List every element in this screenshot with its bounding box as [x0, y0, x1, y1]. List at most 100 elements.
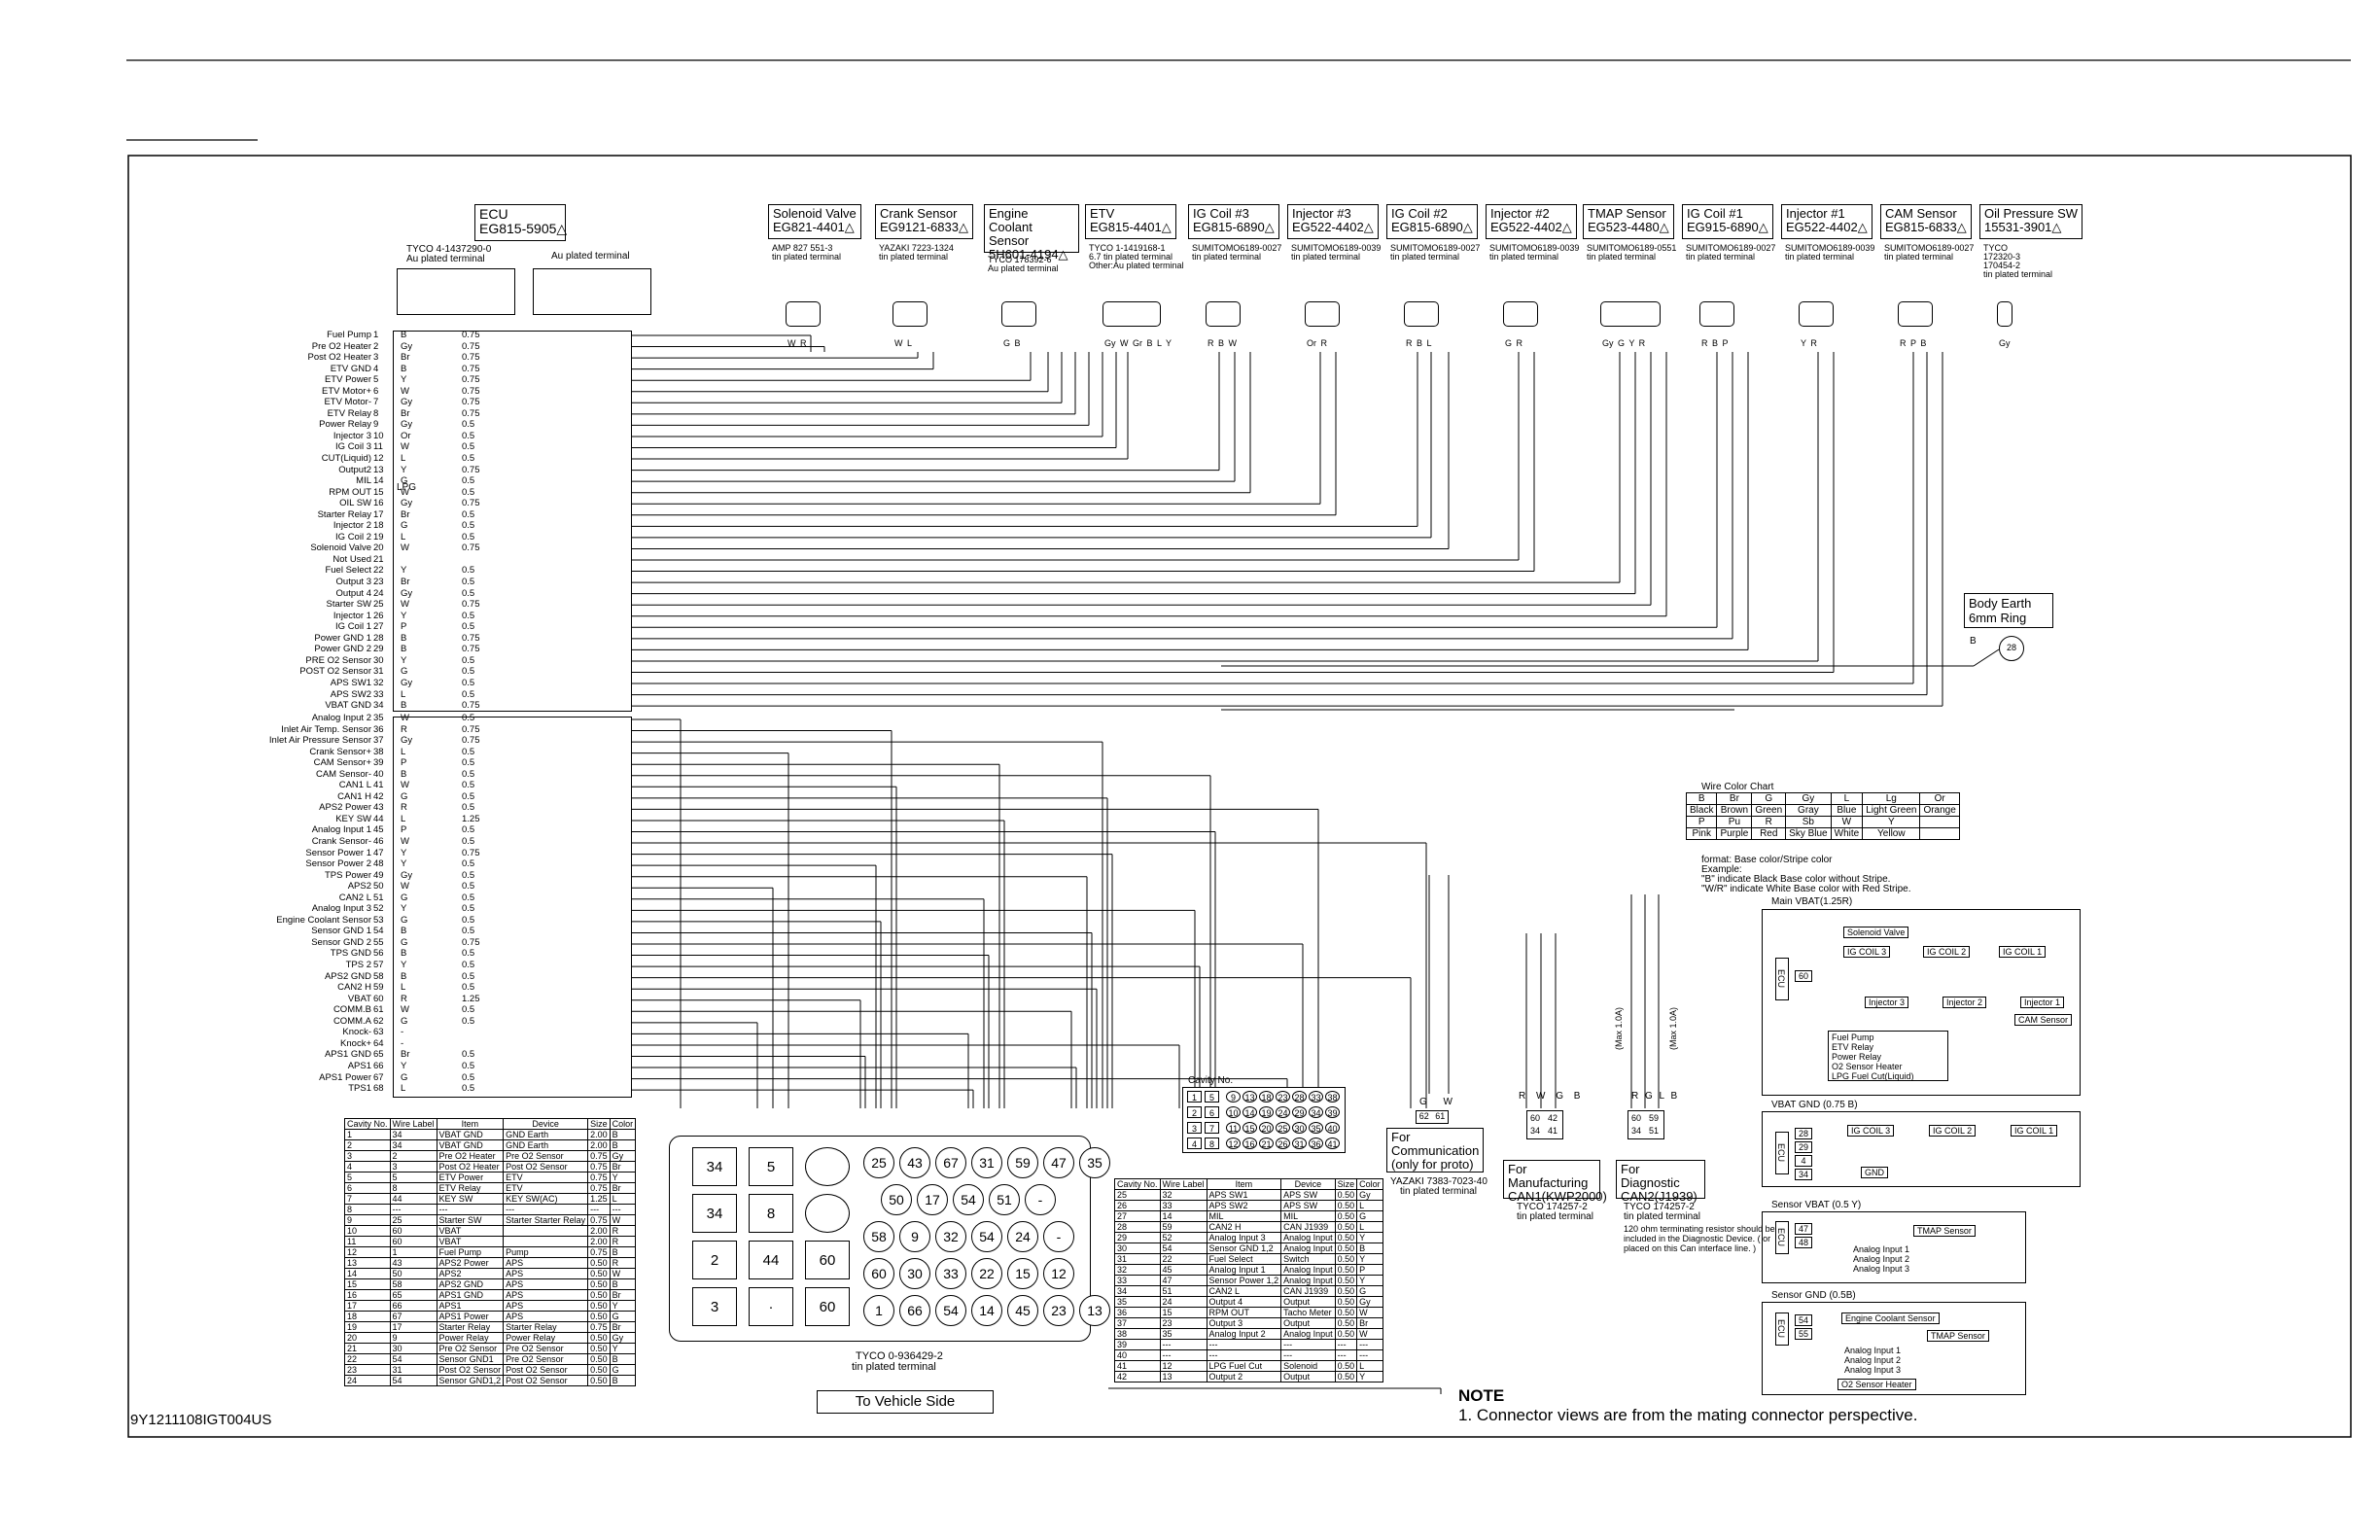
table-cell: APS2 Power: [436, 1257, 505, 1269]
vehicle-cavity-round: 54: [935, 1295, 966, 1326]
connector-part: EG523-4480△: [1588, 220, 1669, 234]
wire-color-cell: Purple: [1716, 827, 1753, 840]
vehicle-cavity-square: 8: [749, 1194, 793, 1233]
connector-part: EG9121-6833△: [880, 220, 968, 234]
pin-number: 65: [373, 1049, 384, 1061]
cavity-cell: 14: [1242, 1106, 1257, 1118]
table-cell: ---: [503, 1204, 589, 1215]
table-cell: LPG Fuel Cut: [1206, 1360, 1282, 1372]
pin-color: Br: [401, 508, 410, 520]
connector-title: Injector #1: [1786, 206, 1845, 221]
pin-color: B: [401, 644, 407, 655]
pin-number: 66: [373, 1060, 384, 1071]
table-cell: 14: [344, 1268, 391, 1279]
cavity-cell: 33: [1309, 1091, 1323, 1102]
connector-info2: tin plated terminal: [1686, 252, 1756, 262]
table-cell: L: [609, 1193, 637, 1205]
connector-pin: 34: [1530, 1126, 1541, 1136]
pin-function: MIL: [356, 475, 371, 487]
table-cell: 31: [1114, 1253, 1161, 1265]
pin-number: 68: [373, 1083, 384, 1095]
table-cell: Analog Input: [1280, 1275, 1336, 1286]
table-cell: 0.75: [587, 1150, 611, 1162]
connector-face-icon: [1997, 301, 2012, 327]
connector-info: TYCO 1-1419168-1: [1089, 243, 1166, 253]
vehicle-cavity-round: 32: [935, 1221, 966, 1252]
connector-title: Engine Coolant Sensor: [989, 206, 1032, 248]
pin-number: 15: [373, 486, 384, 498]
pin-row: Knock+64-: [292, 1038, 622, 1050]
table-cell: W: [1356, 1307, 1383, 1318]
table-cell: Y: [1356, 1232, 1383, 1243]
connector-info: SUMITOMO6189-0027: [1390, 243, 1481, 253]
pin-color: B: [401, 926, 407, 937]
pin-number: 31: [373, 666, 384, 678]
table-cell: 0.50: [1334, 1264, 1358, 1276]
main-vbat-title: Main VBAT(1.25R): [1771, 896, 1853, 907]
table-cell: 22: [344, 1353, 391, 1365]
connector-info: TYCO: [1983, 243, 2009, 253]
ring-terminal-icon: 28: [1999, 636, 2024, 661]
sensor-gnd-item: Analog Input 3: [1844, 1365, 1902, 1375]
table-cell: ---: [1206, 1339, 1282, 1350]
vehicle-cavity-round: 47: [1043, 1147, 1074, 1178]
table-cell: L: [1356, 1360, 1383, 1372]
pin-function: CAN1 L: [338, 780, 371, 791]
pin-number: 10: [373, 430, 384, 441]
connector-info2: tin plated terminal: [879, 252, 949, 262]
table-cell: 21: [344, 1343, 391, 1354]
vbat-gnd-item: IG COIL 3: [1847, 1125, 1895, 1137]
wire-color-cell: White: [1830, 827, 1864, 840]
pin-function: Post O2 Heater: [307, 352, 371, 364]
pin-size: 0.5: [462, 746, 475, 757]
pin-color: Br: [401, 352, 410, 364]
table-cell: 0.50: [587, 1332, 611, 1344]
table-cell: 0.50: [1334, 1200, 1358, 1211]
table-cell: 37: [1114, 1317, 1161, 1329]
pin-size: 0.5: [462, 960, 475, 971]
pin-size: 0.5: [462, 757, 475, 769]
table-cell: 23: [1159, 1317, 1208, 1329]
pin-function: Knock-: [342, 1027, 371, 1038]
table-cell: G: [1356, 1285, 1383, 1297]
connector-info: SUMITOMO6189-0039: [1291, 243, 1382, 253]
table-cell: Gy: [609, 1150, 637, 1162]
pin-color: G: [401, 1071, 408, 1083]
pin-function: IG Coil 2: [335, 531, 371, 542]
table-cell: 47: [1159, 1275, 1208, 1286]
table-cell: 45: [1159, 1264, 1208, 1276]
table-header: Cavity No.: [1114, 1178, 1161, 1190]
table-cell: 59: [1159, 1221, 1208, 1233]
pin-size: 0.75: [462, 700, 480, 712]
vehicle-cavity-round: 67: [935, 1147, 966, 1178]
connector-info2: tin plated terminal: [1390, 252, 1460, 262]
pin-size: 0.5: [462, 1071, 475, 1083]
main-vbat-item: IG COIL 3: [1843, 946, 1891, 958]
vehicle-cavity-square: [805, 1147, 850, 1186]
pin-number: 56: [373, 948, 384, 960]
pin-function: Analog Input 1: [311, 824, 371, 836]
table-cell: 0.50: [1334, 1317, 1358, 1329]
connector-face-icon: [1102, 301, 1161, 327]
table-cell: L: [1356, 1200, 1383, 1211]
pin-number: 6: [373, 385, 379, 397]
vehicle-cavity-round: 50: [881, 1184, 912, 1215]
ecu-label: ECU EG815-5905△: [474, 204, 567, 241]
sensor-gnd-title: Sensor GND (0.5B): [1771, 1290, 1856, 1301]
pin-number: 34: [373, 700, 384, 712]
wire-color-cell: Gray: [1785, 804, 1832, 817]
cavity-cell: 30: [1292, 1122, 1307, 1134]
pin-size: 0.5: [462, 869, 475, 881]
main-vbat-item: Injector 1: [2020, 997, 2065, 1008]
pin-function: Inlet Air Temp. Sensor: [281, 723, 371, 735]
pin-function: CAN2 H: [337, 982, 371, 994]
table-cell: APS2: [436, 1268, 505, 1279]
